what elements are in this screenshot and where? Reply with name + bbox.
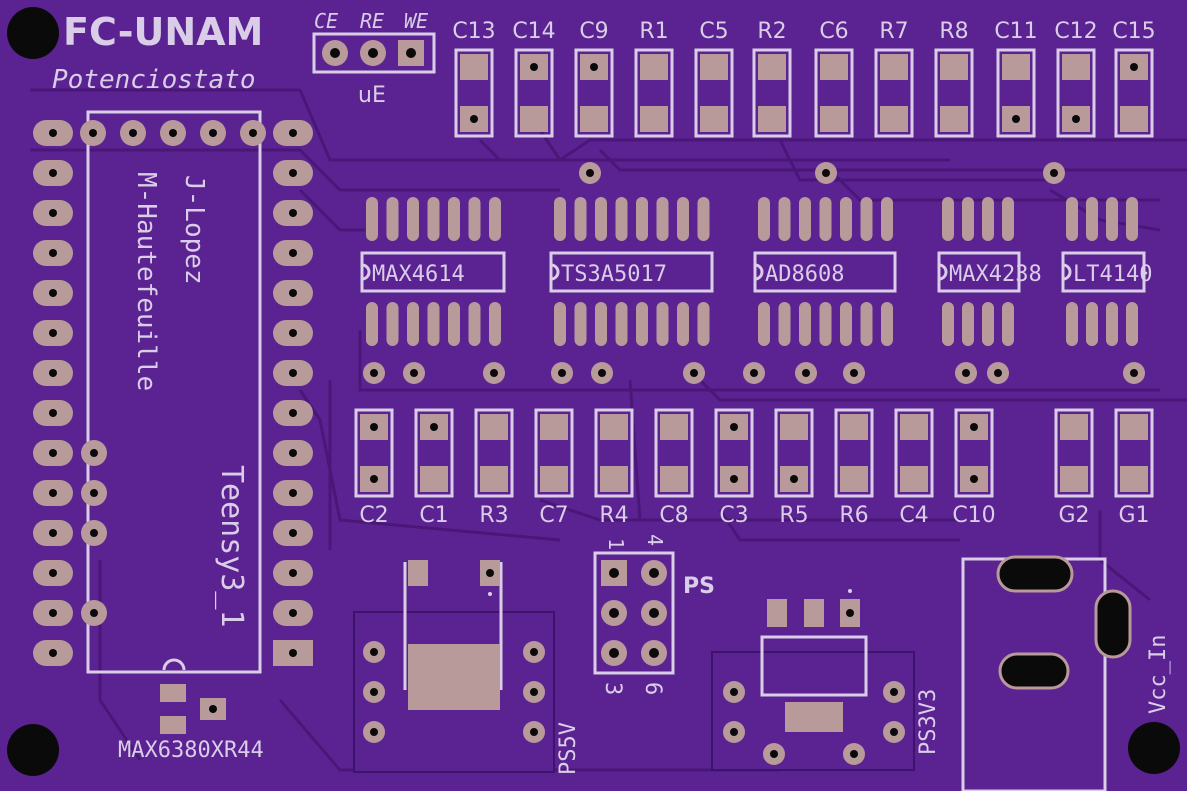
part-label: C6 — [819, 19, 848, 44]
vias — [363, 162, 1145, 384]
part-label: R8 — [939, 19, 968, 44]
part-c10: C10 — [952, 408, 996, 528]
part-g2: G2 — [1054, 408, 1094, 528]
teensy-module: J-Lopez M-Hautefeuille Teensy3_1 — [33, 110, 313, 674]
part-c14: C14 — [512, 19, 556, 138]
ps-pin-4-label: 4 — [643, 534, 667, 546]
part-label: C10 — [952, 503, 995, 528]
mounting-hole-bottom-left — [7, 724, 59, 776]
part-r8: R8 — [934, 19, 974, 138]
part-label: C2 — [359, 503, 388, 528]
part-r5: R5 — [774, 408, 814, 528]
ic-row: MAX4614 TS3A5017 AD8608 MAX4238 LT4140 — [360, 197, 1152, 346]
max6380-label: MAX6380XR44 — [118, 738, 264, 763]
part-label: C5 — [699, 19, 728, 44]
part-label: C15 — [1112, 19, 1155, 44]
regulator-ps3v3: PS3V3 — [711, 589, 941, 771]
ps-pin-3-label: 3 — [600, 682, 625, 695]
top-smd-parts: C13 C14 C9 R1 C5 R2 C6 R7 R8 C11 C12 C15 — [452, 19, 1156, 138]
ic-label: MAX4614 — [372, 262, 465, 287]
part-label: R7 — [879, 19, 908, 44]
part-label: C7 — [539, 503, 568, 528]
teensy-label: Teensy3_1 — [214, 465, 249, 628]
part-r7: R7 — [874, 19, 914, 138]
part-c8: C8 — [654, 408, 694, 528]
part-c15: C15 — [1112, 19, 1156, 138]
board-subtitle: Potenciostato — [52, 65, 256, 95]
part-r3: R3 — [474, 408, 514, 528]
pin-label-re: RE — [360, 9, 384, 33]
part-label: C13 — [452, 19, 495, 44]
max6380-part: MAX6380XR44 — [118, 658, 264, 763]
ic-ad8608: AD8608 — [753, 197, 897, 346]
power-jack: Vcc_In — [961, 555, 1171, 791]
part-label: G2 — [1058, 503, 1089, 528]
pin-label-ce: CE — [314, 9, 338, 33]
ic-lt4140: LT4140 — [1061, 197, 1152, 346]
vcc-in-label: Vcc_In — [1146, 635, 1171, 714]
ic-label: MAX4238 — [949, 262, 1042, 287]
part-c3: C3 — [714, 408, 754, 528]
copper-traces — [30, 88, 1187, 772]
part-label: C3 — [719, 503, 748, 528]
author-1: J-Lopez — [179, 175, 209, 285]
part-c7: C7 — [534, 408, 574, 528]
part-c11: C11 — [994, 19, 1038, 138]
ps-header: 1 4 PS 3 6 — [593, 534, 715, 695]
part-c2: C2 — [354, 408, 394, 528]
part-c9: C9 — [574, 19, 614, 138]
mounting-hole-top-left — [7, 7, 59, 59]
connector-ue-label: uE — [358, 83, 386, 108]
part-label: C12 — [1054, 19, 1097, 44]
part-label: C4 — [899, 503, 928, 528]
part-c12: C12 — [1054, 19, 1098, 138]
part-c5: C5 — [694, 19, 734, 138]
ic-label: AD8608 — [765, 262, 844, 287]
ps-pin-1-label: 1 — [604, 538, 628, 550]
teensy-pins — [33, 120, 313, 666]
bottom-smd-parts: C2 C1 R3 C7 R4 C8 C3 R5 R6 C4 C10 G2 G1 — [354, 408, 1154, 528]
part-label: R6 — [839, 503, 868, 528]
ic-label: TS3A5017 — [561, 262, 667, 287]
part-label: G1 — [1118, 503, 1149, 528]
part-label: C1 — [419, 503, 448, 528]
ic-label: LT4140 — [1073, 262, 1152, 287]
ic-max4238: MAX4238 — [937, 197, 1042, 346]
mounting-hole-bottom-right — [1128, 722, 1180, 774]
part-r6: R6 — [834, 408, 874, 528]
part-r4: R4 — [594, 408, 634, 528]
author-2: M-Hautefeuille — [131, 172, 161, 391]
ps-pin-6-label: 6 — [640, 682, 665, 695]
regulator-ps5v: PS5V — [353, 560, 581, 775]
pin-label-we: WE — [404, 9, 428, 33]
part-label: C14 — [512, 19, 555, 44]
ps-header-label: PS — [683, 574, 715, 599]
part-label: C9 — [579, 19, 608, 44]
mounting-holes — [7, 7, 1180, 776]
part-g1: G1 — [1114, 408, 1154, 528]
ic-ts3a5017: TS3A5017 — [549, 197, 714, 346]
board-title: FC-UNAM — [63, 10, 263, 54]
part-label: R1 — [639, 19, 668, 44]
part-c13: C13 — [452, 19, 496, 138]
ps3v3-label: PS3V3 — [916, 689, 941, 755]
part-r1: R1 — [634, 19, 674, 138]
connector-outline — [312, 32, 436, 74]
part-label: C11 — [994, 19, 1037, 44]
part-r2: R2 — [752, 19, 792, 138]
part-label: R3 — [479, 503, 508, 528]
part-label: C8 — [659, 503, 688, 528]
ps5v-label: PS5V — [556, 722, 581, 775]
part-c1: C1 — [414, 408, 454, 528]
ic-max4614: MAX4614 — [360, 197, 506, 346]
teensy-outline — [86, 110, 262, 674]
part-c6: C6 — [814, 19, 854, 138]
part-c4: C4 — [894, 408, 934, 528]
connector-ue: CE RE WE uE — [312, 9, 436, 108]
part-label: R5 — [779, 503, 808, 528]
part-label: R2 — [757, 19, 786, 44]
part-label: R4 — [599, 503, 628, 528]
